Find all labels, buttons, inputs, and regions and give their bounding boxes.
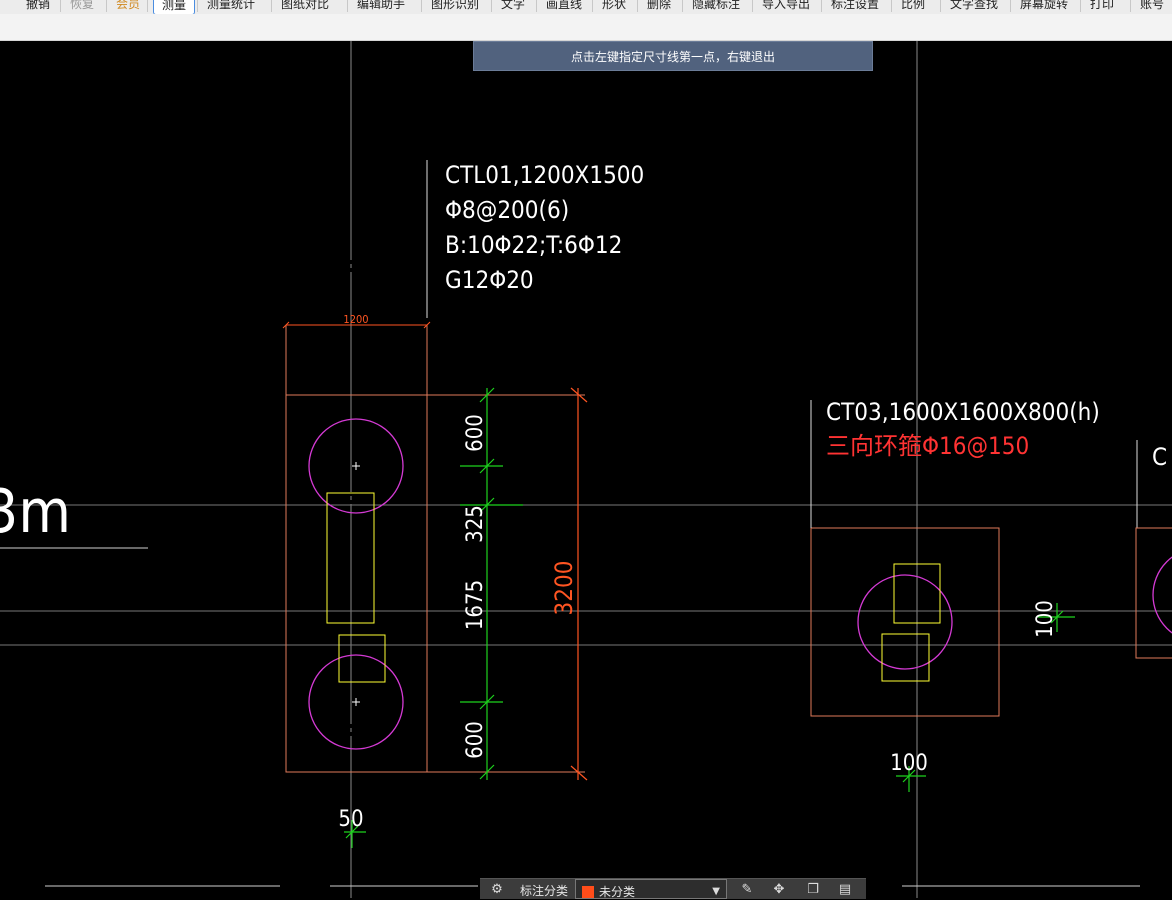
ctl01-line-3: B:10Φ22;T:6Φ12 — [445, 231, 622, 259]
toolbar-separator — [940, 0, 941, 12]
toolbar-account-button[interactable]: 账号 — [1140, 0, 1165, 11]
dim-100-bottom-text: 100 — [890, 751, 928, 776]
toolbar-separator — [1130, 0, 1131, 12]
dim-chain-green[interactable] — [460, 387, 523, 780]
toolbar-separator — [60, 0, 61, 12]
dim-top-width[interactable]: 1200 — [282, 313, 431, 329]
toolbar-separator — [1010, 0, 1011, 12]
toolbar-separator — [1080, 0, 1081, 12]
main-toolbar: 撤销 恢复 会员 测量测量统计 图纸对比 编辑助手 图形识别 文字 画直线 形状 删除 隐藏标注 导入导… — [0, 0, 1172, 14]
column-rect-tall — [326, 492, 375, 624]
chevron-down-icon: ▼ — [712, 886, 720, 897]
dim-total-text: 3200 — [550, 561, 578, 616]
dim-50-marker[interactable] — [344, 820, 366, 848]
toolbar-separator — [491, 0, 492, 12]
ctl01-outline — [285, 394, 428, 773]
dim-600-bottom-text: 600 — [463, 721, 488, 759]
ctl01-line-2: Φ8@200(6) — [445, 196, 569, 224]
toolbar-separator — [637, 0, 638, 12]
toolbar-separator — [821, 0, 822, 12]
column-rect-small — [338, 634, 386, 683]
ctl01-line-1: CTL01,1200X1500 — [445, 161, 644, 189]
ct03-column-rect-top — [893, 563, 941, 624]
paste-icon[interactable]: ▤ — [838, 882, 852, 897]
toolbar-measure-button[interactable]: 测量 — [153, 0, 196, 14]
dim-325-text: 325 — [463, 505, 488, 543]
toolbar-separator — [536, 0, 537, 12]
toolbar-separator — [891, 0, 892, 12]
cut-off-title-text: C — [1152, 443, 1167, 471]
toolbar-undo-button[interactable]: 撤销 — [26, 0, 51, 11]
dim-100-right-text: 100 — [1033, 600, 1058, 638]
command-prompt: 点击左键指定尺寸线第一点，右键退出 — [473, 41, 873, 71]
grid-settings-icon[interactable]: ⚙ — [491, 882, 503, 897]
toolbar-separator — [421, 0, 422, 12]
toolbar-separator — [752, 0, 753, 12]
sub-toolbar — [0, 14, 1172, 41]
category-label: 标注分类 — [520, 884, 569, 898]
category-select-value: 未分类 — [599, 885, 636, 899]
ct03-pile-circle — [857, 574, 953, 670]
toolbar-print-button[interactable]: 打印 — [1090, 0, 1115, 11]
ct03-outline — [810, 527, 1000, 717]
dim-top-width-text: 1200 — [343, 313, 368, 326]
ctl01-annotation[interactable]: CTL01,1200X1500 Φ8@200(6) B:10Φ22;T:6Φ12… — [445, 161, 644, 294]
pile-circle-bottom — [308, 654, 404, 750]
toolbar-shape-button[interactable]: 形状 — [602, 0, 627, 11]
dim-50-text: 50 — [338, 807, 363, 832]
toolbar-scale-button[interactable]: 比例 — [901, 0, 926, 11]
ctl01-line-4: G12Φ20 — [445, 266, 534, 294]
pile-circle-top — [308, 418, 404, 514]
move-icon[interactable]: ✥ — [773, 882, 785, 897]
pile-center-marks — [352, 462, 360, 706]
annotation-category-bar: ⚙ 标注分类 未分类 ▼ ✎ ✥ ❐ ▤ — [480, 878, 866, 899]
toolbar-delete-button[interactable]: 删除 — [647, 0, 672, 11]
toolbar-redo-button[interactable]: 恢复 — [70, 0, 95, 11]
dim-100-right-marker[interactable] — [1038, 603, 1075, 632]
toolbar-annotation-settings-button[interactable]: 标注设置 — [831, 0, 880, 11]
toolbar-import-export-button[interactable]: 导入导出 — [762, 0, 811, 11]
toolbar-drawing-compare-button[interactable]: 图纸对比 — [281, 0, 330, 11]
edit-icon[interactable]: ✎ — [741, 882, 753, 897]
ct03-title: CT03,1600X1600X800(h) — [826, 398, 1100, 426]
dim-600-top-text: 600 — [463, 414, 488, 452]
dim-total[interactable] — [570, 387, 588, 781]
toolbar-separator — [147, 0, 148, 12]
toolbar-hide-annotations-button[interactable]: 隐藏标注 — [692, 0, 741, 11]
dim-1675-text: 1675 — [463, 580, 488, 630]
toolbar-text-search-button[interactable]: 文字查找 — [950, 0, 999, 11]
ctl01-pile-cap[interactable] — [285, 160, 585, 773]
toolbar-separator — [592, 0, 593, 12]
toolbar-separator — [271, 0, 272, 12]
ct03-column-rect-bottom — [881, 633, 930, 682]
toolbar-edit-assistant-button[interactable]: 编辑助手 — [357, 0, 406, 11]
cut-off-pile-cap[interactable]: C — [1135, 440, 1172, 659]
toolbar-separator — [347, 0, 348, 12]
ct03-note: 三向环箍Φ16@150 — [826, 432, 1029, 460]
category-select[interactable]: 未分类 ▼ — [575, 879, 727, 899]
category-color-swatch — [582, 886, 594, 898]
toolbar-draw-line-button[interactable]: 画直线 — [546, 0, 583, 11]
left-scale-text: 3m — [0, 477, 71, 547]
toolbar-separator — [682, 0, 683, 12]
toolbar-screen-rotate-button[interactable]: 屏幕旋转 — [1020, 0, 1069, 11]
toolbar-measure-stats-button[interactable]: 测量统计 — [207, 0, 256, 11]
copy-icon[interactable]: ❐ — [807, 882, 819, 897]
dim-100-bottom-marker[interactable] — [896, 766, 926, 792]
toolbar-separator — [197, 0, 198, 12]
ct03-pile-cap[interactable] — [810, 400, 1000, 717]
axis-lines — [0, 40, 1172, 898]
toolbar-separator — [106, 0, 107, 12]
toolbar-text-button[interactable]: 文字 — [501, 0, 526, 11]
toolbar-vip-button[interactable]: 会员 — [116, 0, 141, 11]
toolbar-shape-recognition-button[interactable]: 图形识别 — [431, 0, 480, 11]
